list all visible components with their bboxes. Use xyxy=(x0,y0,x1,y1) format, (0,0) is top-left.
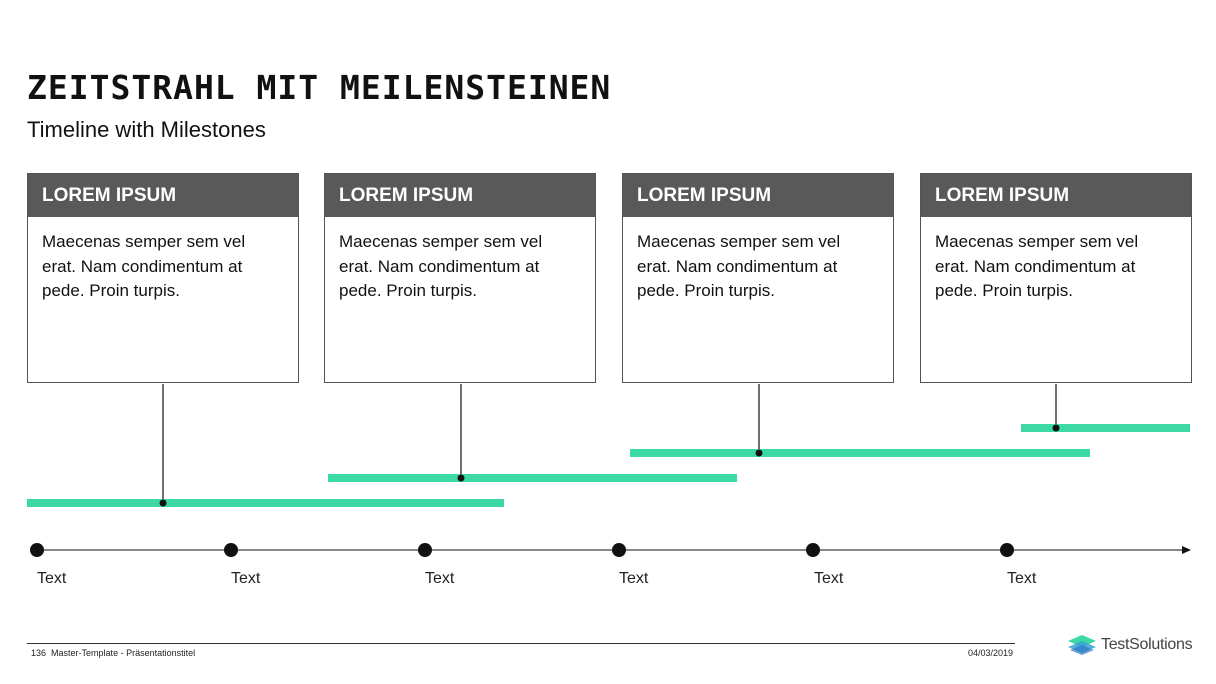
timeline-label-1: Text xyxy=(37,570,67,587)
milestone-card-4: LOREM IPSUM Maecenas semper sem vel erat… xyxy=(920,173,1192,383)
timeline-marker-4 xyxy=(612,543,626,557)
milestone-card-text: Maecenas semper sem vel erat. Nam condim… xyxy=(28,217,298,304)
card-text-line: erat. Nam condimentum at xyxy=(637,256,838,276)
milestone-card-text: Maecenas semper sem vel erat. Nam condim… xyxy=(623,217,893,304)
card-text-line: Maecenas semper sem vel xyxy=(339,232,543,251)
card-text-line: pede. Proin turpis. xyxy=(42,281,180,300)
timeline-marker-2 xyxy=(224,543,238,557)
milestone-card-heading: LOREM IPSUM xyxy=(325,174,595,217)
milestone-card-heading: LOREM IPSUM xyxy=(623,174,893,217)
milestone-card-heading: LOREM IPSUM xyxy=(921,174,1191,217)
card-text-line: pede. Proin turpis. xyxy=(637,281,775,300)
timeline-label-4: Text xyxy=(619,570,649,587)
logo-mark-icon xyxy=(1068,635,1096,655)
connector-dot-3 xyxy=(755,449,763,457)
milestone-card-1: LOREM IPSUM Maecenas semper sem vel erat… xyxy=(27,173,299,383)
footer-date: 04/03/2019 xyxy=(968,648,1014,658)
logo-text: TestSolutions xyxy=(1101,636,1193,653)
card-text-line: Maecenas semper sem vel xyxy=(935,232,1139,251)
connector-dot-4 xyxy=(1052,424,1060,432)
timeline-marker-1 xyxy=(30,543,44,557)
page-title: ZEITSTRAHL MIT MEILENSTEINEN xyxy=(27,68,612,107)
timeline-marker-5 xyxy=(806,543,820,557)
timeline-marker-6 xyxy=(1000,543,1014,557)
phase-bar-4 xyxy=(1021,424,1190,432)
card-text-line: Maecenas semper sem vel xyxy=(637,232,841,251)
testsolutions-logo: TestSolutions xyxy=(1066,633,1196,659)
card-text-line: erat. Nam condimentum at xyxy=(339,256,540,276)
card-text-line: pede. Proin turpis. xyxy=(935,281,1073,300)
phase-bar-3 xyxy=(630,449,1090,457)
milestone-card-2: LOREM IPSUM Maecenas semper sem vel erat… xyxy=(324,173,596,383)
timeline-label-6: Text xyxy=(1007,570,1037,587)
card-text-line: erat. Nam condimentum at xyxy=(42,256,243,276)
template-title: Master-Template - Präsentationstitel xyxy=(51,648,196,658)
card-text-line: pede. Proin turpis. xyxy=(339,281,477,300)
timeline-label-5: Text xyxy=(814,570,844,587)
connector-dot-2 xyxy=(457,474,465,482)
milestone-card-3: LOREM IPSUM Maecenas semper sem vel erat… xyxy=(622,173,894,383)
timeline-marker-3 xyxy=(418,543,432,557)
timeline-label-2: Text xyxy=(231,570,261,587)
phase-bar-2 xyxy=(328,474,737,482)
milestone-card-text: Maecenas semper sem vel erat. Nam condim… xyxy=(325,217,595,304)
footer-info: 136 Master-Template - Präsentationstitel xyxy=(31,648,195,658)
page-number: 136 xyxy=(31,648,47,658)
timeline-label-3: Text xyxy=(425,570,455,587)
card-text-line: Maecenas semper sem vel xyxy=(42,232,246,251)
footer-divider xyxy=(27,643,1015,644)
connector-dot-1 xyxy=(159,499,167,507)
timeline-arrowhead xyxy=(1182,546,1191,554)
card-text-line: erat. Nam condimentum at xyxy=(935,256,1136,276)
milestone-card-heading: LOREM IPSUM xyxy=(28,174,298,217)
phase-bar-1 xyxy=(27,499,504,507)
page-subtitle: Timeline with Milestones xyxy=(27,117,266,142)
milestone-card-text: Maecenas semper sem vel erat. Nam condim… xyxy=(921,217,1191,304)
